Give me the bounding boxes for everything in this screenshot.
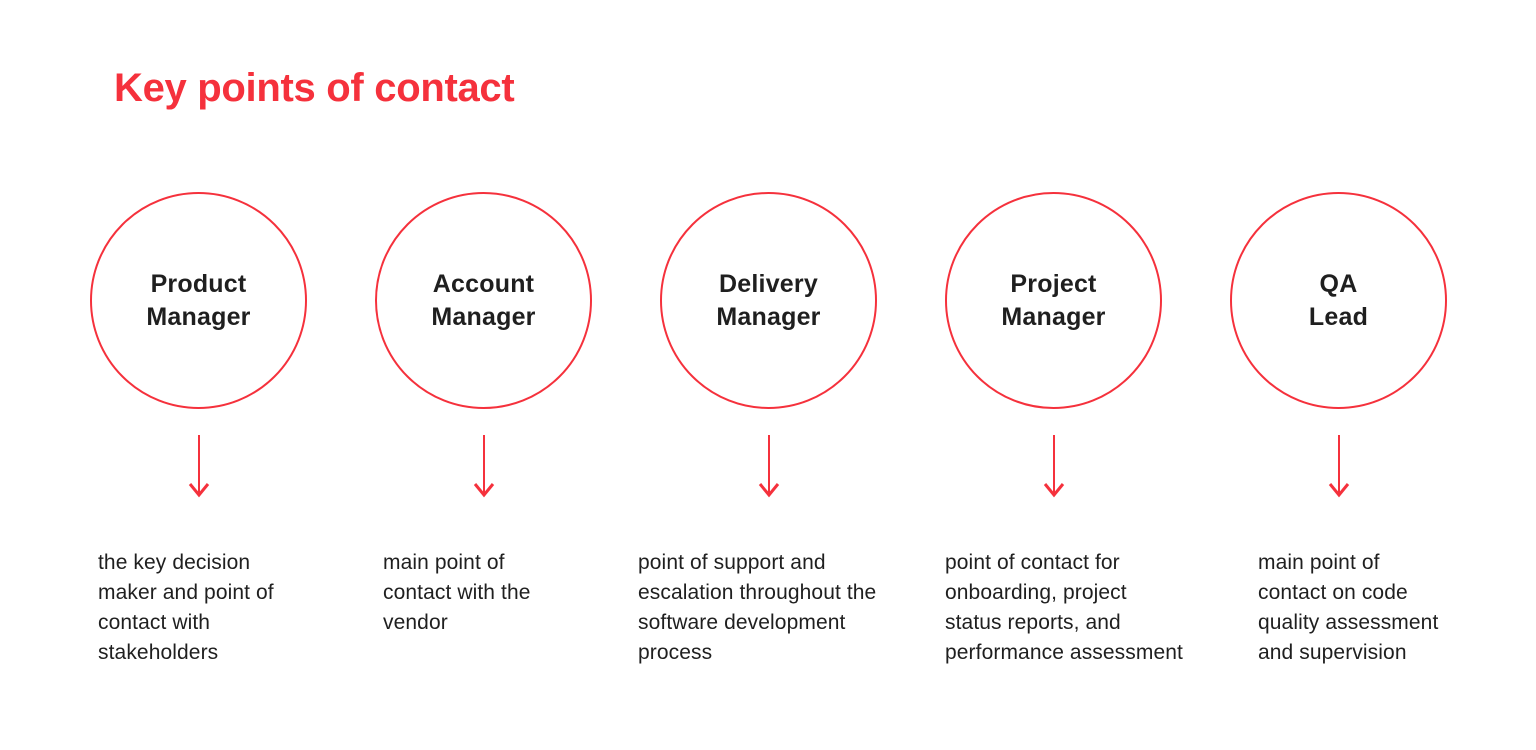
contact-column-qa-lead: QA Lead main point of contact on code qu…	[1196, 192, 1481, 664]
role-name: Delivery Manager	[716, 270, 821, 331]
page-title: Key points of contact	[114, 66, 515, 110]
down-arrow-icon	[1328, 435, 1349, 498]
contact-column-delivery-manager: Delivery Manager point of support and es…	[626, 192, 911, 664]
role-name: QA Lead	[1308, 270, 1369, 331]
role-name: Product Manager	[146, 270, 251, 331]
contact-column-product-manager: Product Manager the key decision maker a…	[56, 192, 341, 664]
role-name: Account Manager	[431, 270, 536, 331]
down-arrow-icon	[758, 435, 779, 498]
role-description: point of support and escalation througho…	[638, 551, 877, 664]
role-circle: Project Manager	[945, 192, 1162, 409]
role-circle: Delivery Manager	[660, 192, 877, 409]
contact-column-project-manager: Project Manager point of contact for onb…	[911, 192, 1196, 664]
down-arrow-icon	[473, 435, 494, 498]
role-circle: QA Lead	[1230, 192, 1447, 409]
role-circle: Product Manager	[90, 192, 307, 409]
role-description: point of contact for onboarding, project…	[945, 551, 1183, 664]
role-name: Project Manager	[1001, 270, 1106, 331]
contact-column-account-manager: Account Manager main point of contact wi…	[341, 192, 626, 634]
role-description: main point of contact with the vendor	[383, 551, 531, 634]
down-arrow-icon	[188, 435, 209, 498]
role-description: main point of contact on code quality as…	[1258, 551, 1439, 664]
role-circle: Account Manager	[375, 192, 592, 409]
role-description: the key decision maker and point of cont…	[98, 551, 274, 664]
down-arrow-icon	[1043, 435, 1064, 498]
